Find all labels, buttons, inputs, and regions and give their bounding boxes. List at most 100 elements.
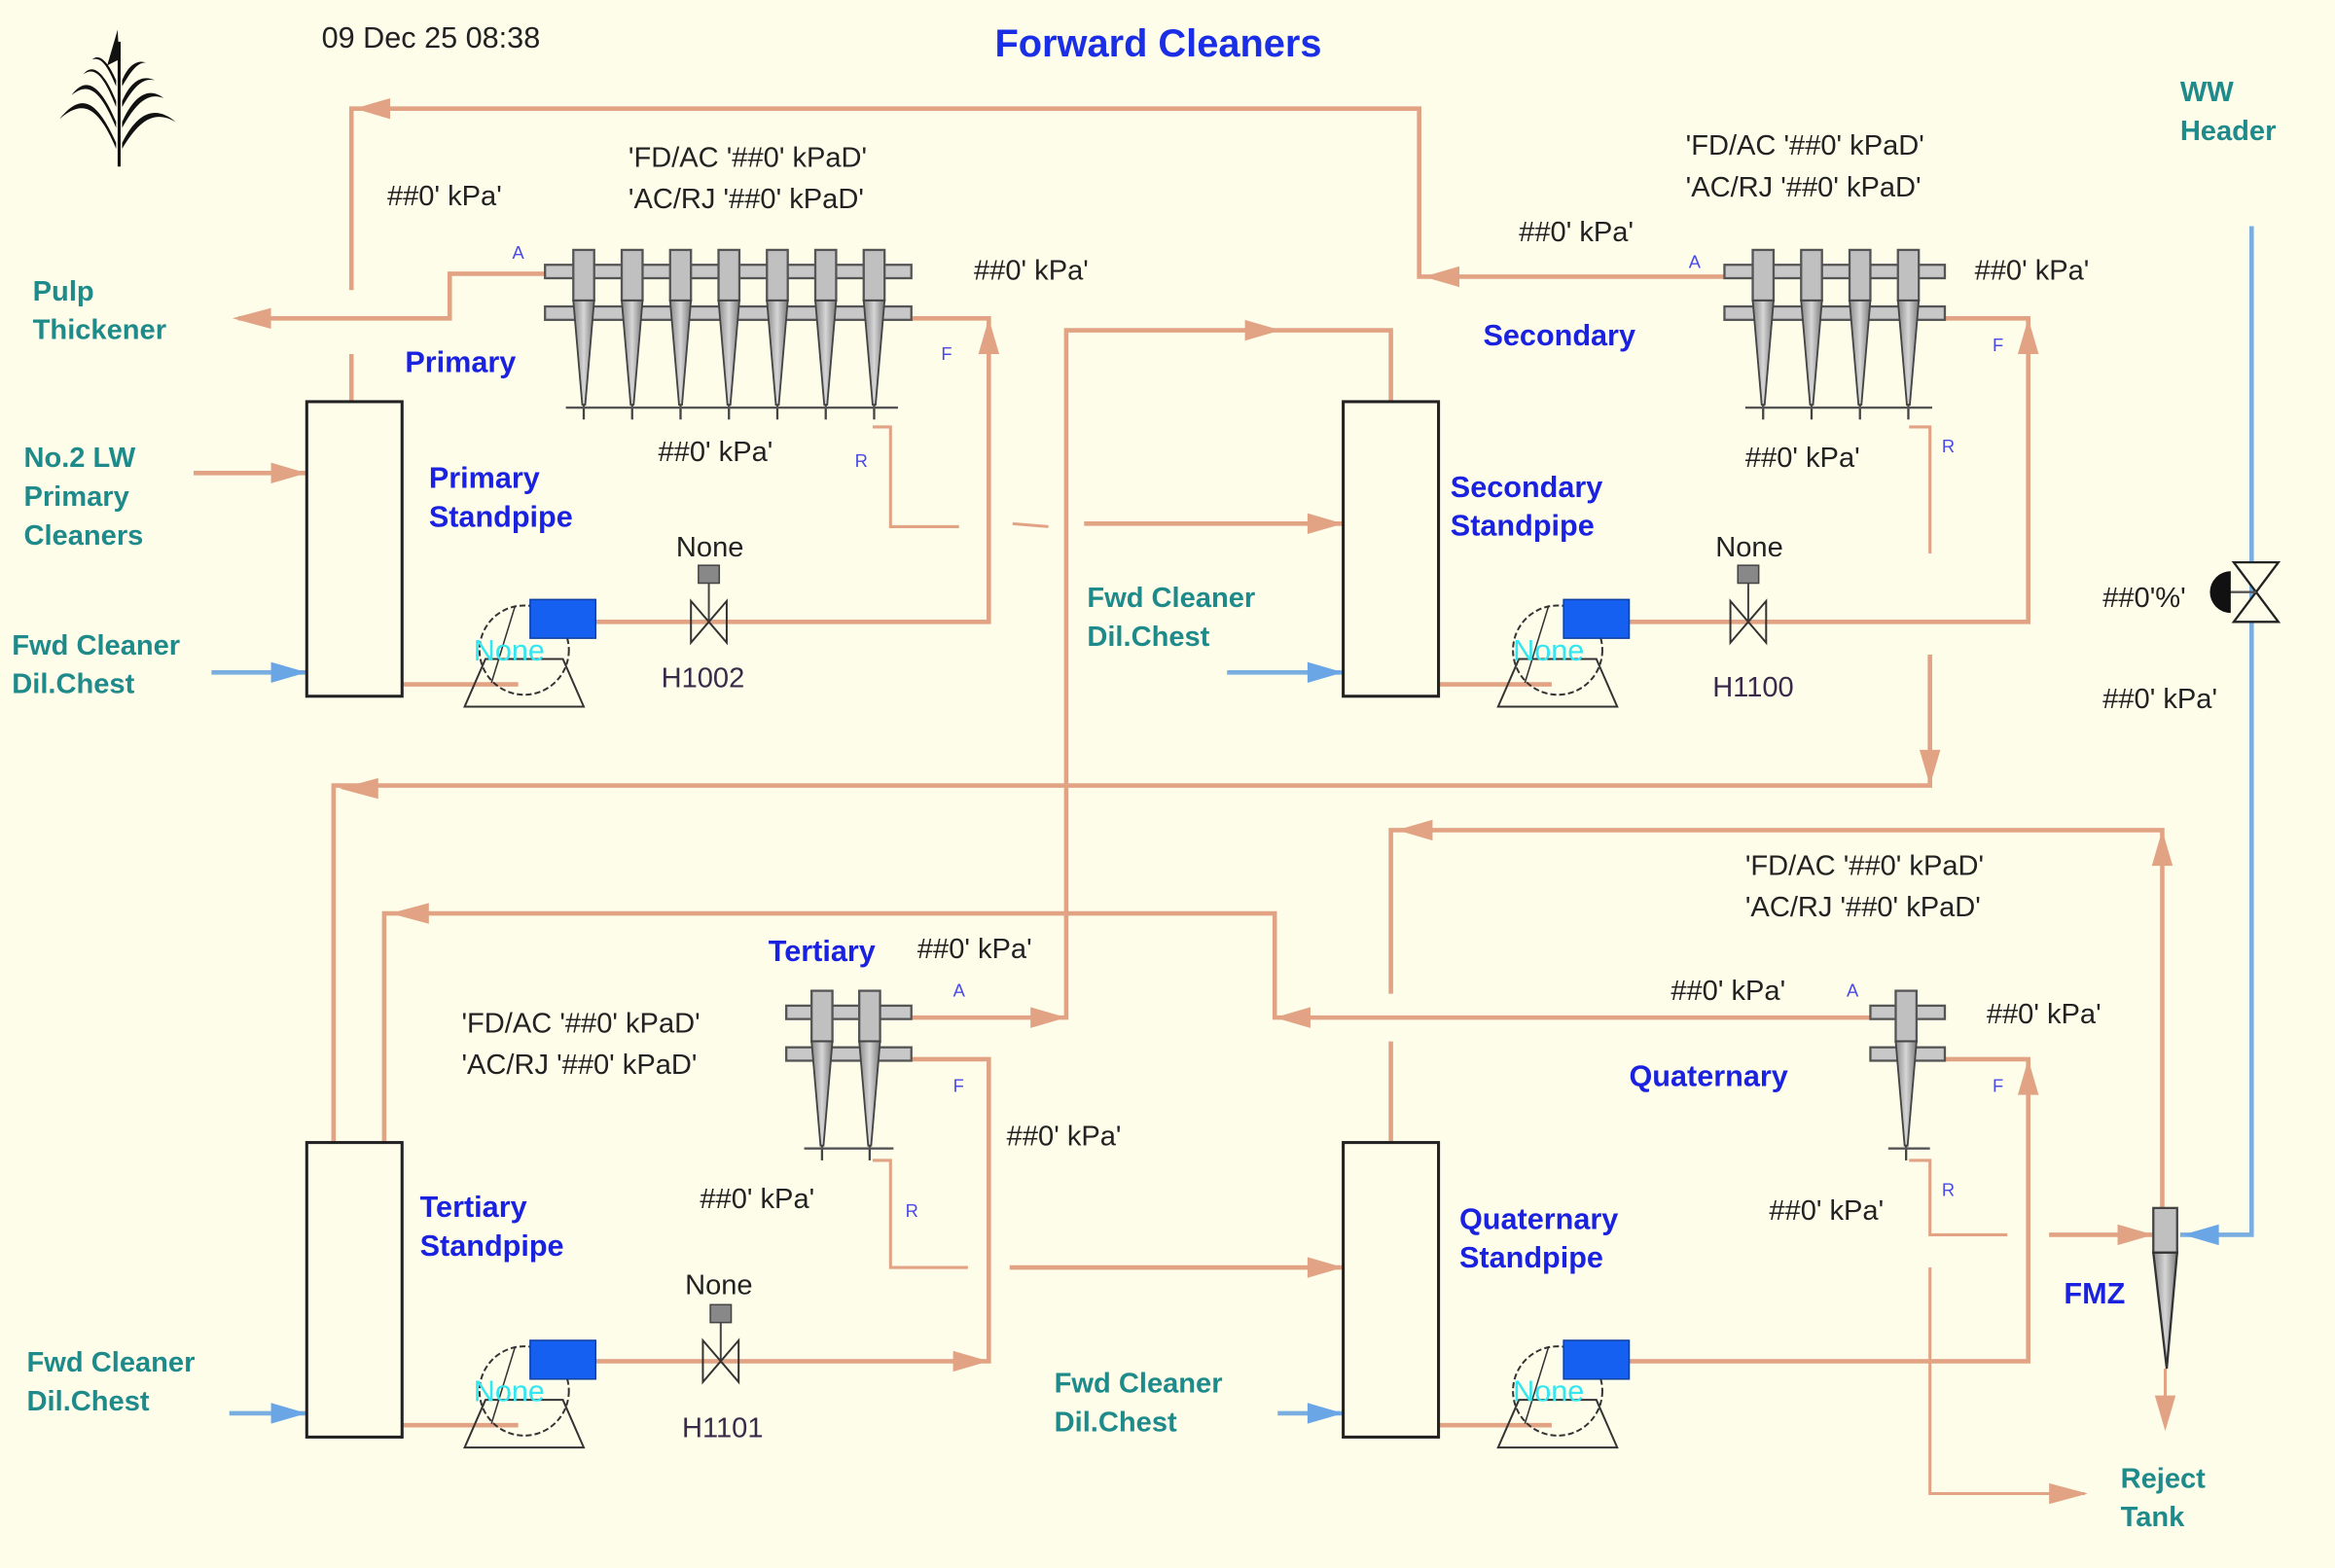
accept-header	[785, 1004, 913, 1020]
no2lw-label: Primary	[23, 481, 128, 513]
quaternary-accept-pressure: ##0' kPa'	[1670, 976, 1785, 1007]
pump-motor	[1563, 1339, 1631, 1380]
feed-header	[1723, 304, 1947, 321]
tertiary-feed-pressure: ##0' kPa'	[1007, 1122, 1122, 1153]
ww-header-label: Header	[2180, 116, 2277, 147]
valve-actuator	[698, 564, 721, 585]
reject-port-label: R	[1942, 436, 1955, 456]
secondary-pump-status: None	[1513, 634, 1584, 667]
primary-feed-valve[interactable]	[690, 564, 728, 646]
cleaner-head	[1751, 248, 1776, 303]
arrow-right-icon	[270, 462, 307, 484]
pump-impeller-line	[1524, 1345, 1550, 1424]
tertiary-accept-pressure: ##0' kPa'	[917, 934, 1032, 965]
quaternary-feed-pressure: ##0' kPa'	[1987, 999, 2102, 1030]
quaternary-pump[interactable]	[1496, 1339, 1631, 1449]
cleaner-cone	[717, 300, 740, 406]
cleaner-cone	[858, 1040, 881, 1147]
quaternary-reject-pressure: ##0' kPa'	[1769, 1195, 1884, 1227]
secondary-cleaner-bank[interactable]	[1723, 248, 1947, 420]
cleaner-head	[862, 248, 886, 303]
cleaner-head	[1800, 248, 1823, 303]
arrow-left-icon	[232, 307, 271, 329]
primary-reject-pipe	[872, 425, 959, 528]
cleaner-head	[717, 248, 741, 303]
arrow-up-icon	[978, 318, 1000, 354]
tertiary-feed-pipe	[587, 1056, 991, 1364]
tertiary-valve-status: None	[685, 1270, 753, 1301]
primary-standpipe-label: Standpipe	[429, 500, 573, 533]
fmz-label: FMZ	[2064, 1277, 2125, 1310]
timestamp: 09 Dec 25 08:38	[322, 21, 541, 54]
valve-body	[701, 1337, 740, 1385]
page-title: Forward Cleaners	[994, 22, 1321, 65]
quaternary-standpipe-tank[interactable]	[1342, 1141, 1441, 1439]
pump-impeller-line	[490, 1345, 517, 1424]
dil-chest-label: Fwd Cleaner	[1087, 583, 1255, 614]
arrow-right-icon	[1307, 661, 1344, 683]
cleaner-cone	[668, 300, 693, 406]
equipment-labels: None None None None None H1002 None H110…	[474, 532, 1794, 1443]
valve-actuator	[709, 1303, 733, 1324]
valve-actuator	[1737, 564, 1760, 585]
cleaner-head	[1896, 248, 1921, 303]
secondary-standpipe-tank[interactable]	[1342, 400, 1441, 698]
accept-header	[1723, 264, 1947, 280]
accept-port-label: A	[513, 242, 525, 263]
tertiary-cleaner-bank[interactable]	[785, 989, 913, 1160]
tertiary-feed-valve[interactable]	[701, 1303, 740, 1385]
cleaner-head	[620, 248, 644, 303]
primary-standpipe-label: Primary	[429, 462, 540, 495]
cleaner-head	[1848, 248, 1872, 303]
tertiary-standpipe-tank[interactable]	[305, 1141, 404, 1439]
secondary-standpipe-label: Secondary	[1451, 471, 1602, 504]
arrow-up-icon	[2017, 1058, 2039, 1095]
secondary-reject-pipe	[1909, 425, 1932, 553]
tertiary-standpipe-label: Tertiary	[420, 1191, 527, 1224]
accept-port-label: A	[953, 980, 966, 1001]
primary-cleaner-bank[interactable]	[544, 248, 913, 420]
ww-control-valve[interactable]	[2209, 560, 2281, 624]
arrow-left-icon	[339, 777, 378, 800]
tertiary-reject-pipe	[872, 1158, 968, 1269]
primary-standpipe-tank[interactable]	[305, 400, 404, 698]
readouts: 'FD/AC '##0' kPaD' 'AC/RJ '##0' kPaD' ##…	[387, 130, 2217, 1227]
reject-tank-label: Reject	[2121, 1463, 2207, 1494]
tertiary-pump-status: None	[474, 1375, 545, 1408]
arrow-down-icon	[1919, 749, 1941, 786]
arrow-left-icon	[390, 903, 429, 924]
quaternary-cleaner-bank[interactable]	[1869, 989, 1947, 1160]
diaphragm-actuator-icon	[2209, 571, 2231, 614]
valve-body	[690, 598, 728, 646]
no2lw-label: No.2 LW	[23, 443, 135, 474]
cleaner-head	[668, 248, 693, 303]
cleaner-head	[858, 989, 881, 1043]
arrow-right-icon	[1307, 513, 1344, 535]
feed-port-label: F	[1993, 335, 2003, 355]
arrow-left-icon	[2182, 1224, 2219, 1246]
secondary-feed-pressure: ##0' kPa'	[1975, 256, 2090, 287]
arrow-right-icon	[2117, 1224, 2154, 1246]
stock-pipes	[193, 106, 2168, 1496]
tertiary-pump[interactable]	[463, 1339, 597, 1449]
ww-header-label: WW	[2180, 77, 2234, 108]
feed-port-label: F	[953, 1076, 964, 1096]
dil-chest-label: Fwd Cleaner	[12, 630, 180, 661]
arrow-right-icon	[1030, 1007, 1066, 1028]
quaternary-standpipe-label: Quaternary	[1459, 1202, 1618, 1235]
feed-port-label: F	[1993, 1076, 2003, 1096]
secondary-feed-valve[interactable]	[1729, 564, 1768, 646]
pump-impeller-line	[1524, 605, 1550, 684]
cleaner-head	[766, 248, 789, 303]
pump-casing	[1512, 604, 1603, 696]
fmz-cleaner[interactable]	[2151, 1206, 2179, 1370]
stage-labels: Primary Primary Standpipe Secondary Seco…	[405, 319, 2125, 1310]
primary-pump[interactable]	[463, 598, 597, 708]
pump-impeller-line	[490, 605, 517, 684]
tertiary-acrj-readout: 'AC/RJ '##0' kPaD'	[461, 1050, 697, 1081]
arrow-right-icon	[270, 1403, 307, 1424]
arrow-left-icon	[1275, 1007, 1311, 1028]
arrow-left-icon	[354, 97, 391, 120]
quaternary-fdac-readout: 'FD/AC '##0' kPaD'	[1745, 850, 1984, 881]
secondary-pump[interactable]	[1496, 598, 1631, 708]
